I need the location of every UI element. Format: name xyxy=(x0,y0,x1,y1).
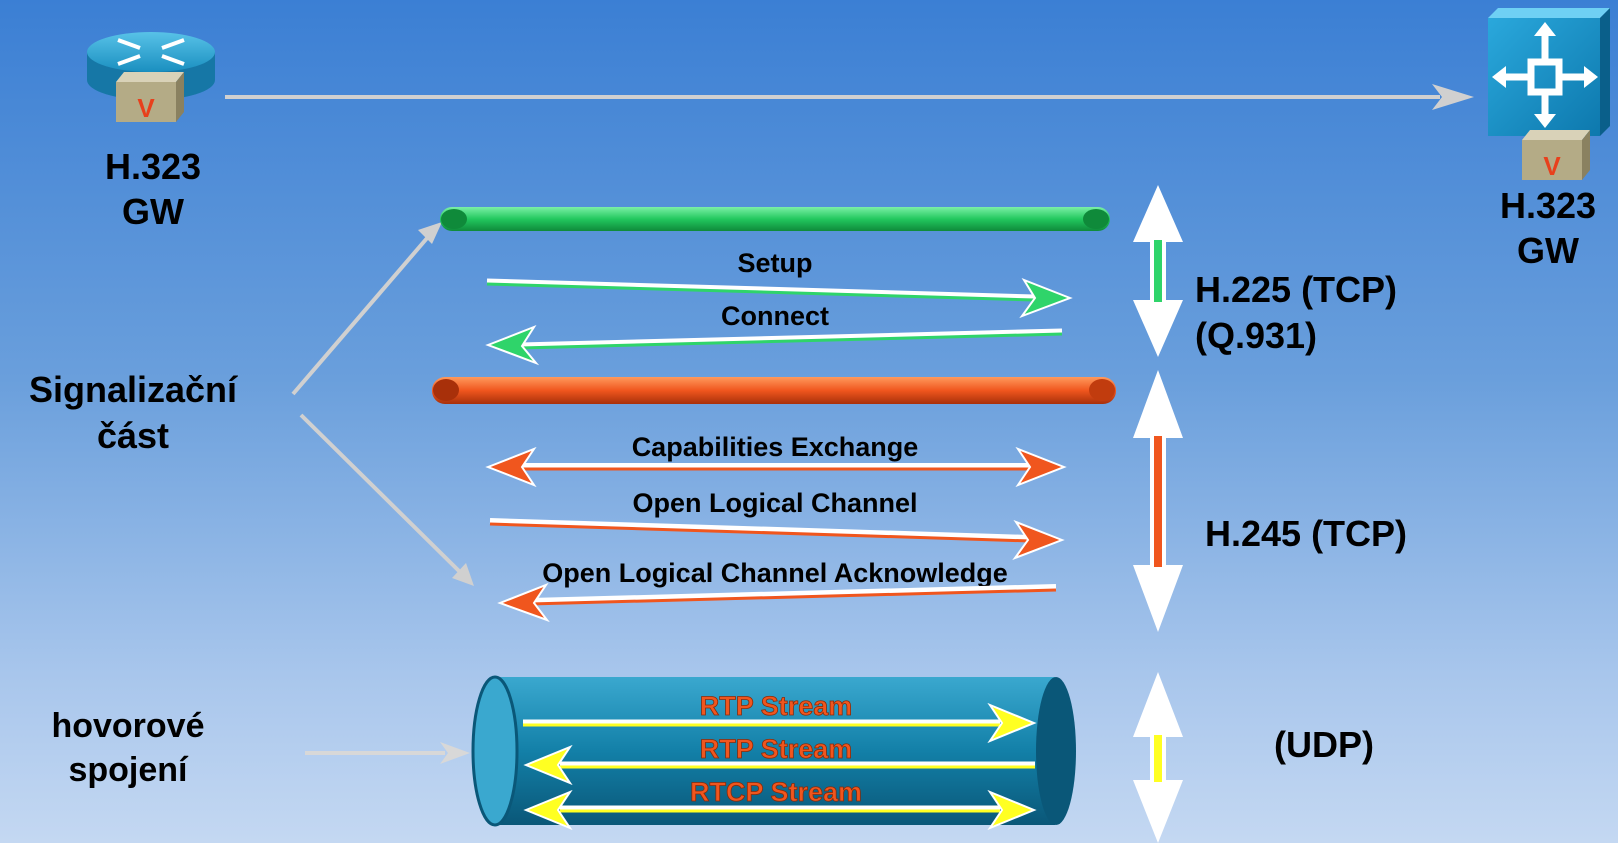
rtp-stream-2-arrow xyxy=(523,744,1035,786)
right-voice-badge: V xyxy=(1543,151,1561,181)
right-voice-module-icon: V xyxy=(1522,130,1590,181)
setup-arrow xyxy=(486,277,1073,319)
q931-label: (Q.931) xyxy=(1195,315,1317,356)
h245-span-arrow xyxy=(1133,370,1183,632)
open-logical-channel-arrow xyxy=(489,518,1065,561)
udp-label: (UDP) xyxy=(1274,724,1374,765)
h225-label: H.225 (TCP) xyxy=(1195,269,1397,310)
left-gateway-label-2: GW xyxy=(122,191,184,232)
h225-channel-pipe xyxy=(440,207,1110,231)
left-voice-badge: V xyxy=(137,93,155,123)
message-open-logical-channel: Open Logical Channel xyxy=(632,488,917,518)
call-pointer-arrow xyxy=(305,742,470,764)
udp-span-arrow xyxy=(1133,672,1183,843)
gateway-link-arrow xyxy=(225,84,1474,110)
signaling-pointer-arrows xyxy=(291,222,474,586)
left-voice-module-icon: V xyxy=(116,72,184,123)
rtp-stream-1-arrow xyxy=(523,702,1037,744)
message-open-logical-channel-ack: Open Logical Channel Acknowledge xyxy=(542,558,1008,588)
h245-channel-pipe xyxy=(432,377,1116,404)
connect-arrow xyxy=(485,324,1063,366)
capabilities-exchange-arrow xyxy=(485,446,1067,488)
signaling-label-1: Signalizační xyxy=(29,369,238,410)
right-gateway-label-1: H.323 xyxy=(1500,185,1596,226)
rtp-stream-2-label: RTP Stream xyxy=(700,734,853,764)
open-logical-channel-ack-arrow xyxy=(497,582,1057,623)
right-gateway-switch-icon xyxy=(1488,8,1610,136)
h245-label: H.245 (TCP) xyxy=(1205,513,1407,554)
message-capabilities-exchange: Capabilities Exchange xyxy=(632,432,919,462)
media-pipe xyxy=(471,675,1076,827)
rtcp-stream-label: RTCP Stream xyxy=(690,777,862,807)
rtp-stream-1-label: RTP Stream xyxy=(700,691,853,721)
rtcp-stream-arrow xyxy=(523,789,1037,831)
signaling-label-2: část xyxy=(97,415,169,456)
right-gateway-label-2: GW xyxy=(1517,230,1579,271)
left-gateway-label-1: H.323 xyxy=(105,146,201,187)
h225-span-arrow xyxy=(1133,185,1183,357)
call-label-2: spojení xyxy=(68,751,189,789)
message-connect: Connect xyxy=(721,301,829,331)
call-label-1: hovorové xyxy=(51,707,204,745)
message-setup: Setup xyxy=(737,248,812,278)
